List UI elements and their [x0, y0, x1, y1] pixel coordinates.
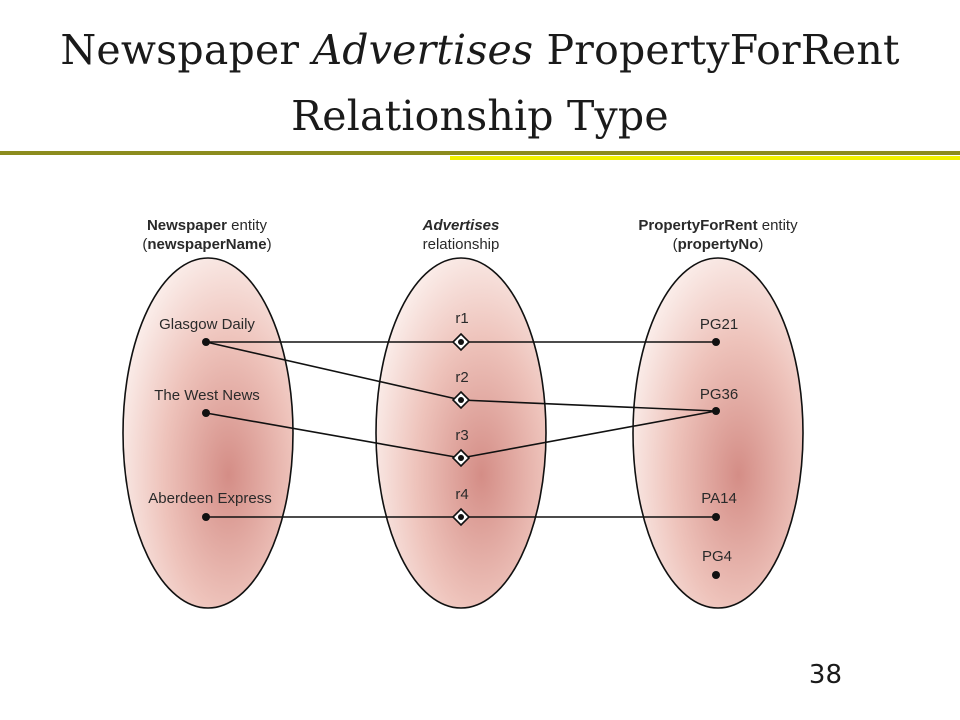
- slide-title-line2: Relationship Type: [291, 92, 669, 140]
- newspaper-label: The West News: [154, 387, 260, 404]
- property-dot: [712, 338, 720, 346]
- property-label: PG21: [700, 316, 738, 333]
- newspaper-dot: [202, 338, 210, 346]
- link-westnews-r3: [205, 412, 462, 459]
- relationship-label: r2: [455, 369, 468, 386]
- property-dot: [712, 513, 720, 521]
- relationship-label: r1: [455, 310, 468, 327]
- page-number: 38: [808, 660, 842, 690]
- link-r3-pg36: [460, 410, 717, 459]
- relationship-label: r3: [455, 427, 468, 444]
- connection-lines: [205, 341, 717, 518]
- relationship-diamond: [451, 448, 471, 468]
- newspaper-label: Aberdeen Express: [148, 490, 271, 507]
- link-glasgow-r2: [205, 341, 462, 401]
- property-dot: [712, 407, 720, 415]
- newspaper-label: Glasgow Daily: [159, 316, 255, 333]
- relationship-subheader: relationship: [423, 236, 500, 253]
- newspaper-header: Newspaper entity: [147, 217, 268, 234]
- property-label: PG4: [702, 548, 732, 565]
- property-label: PA14: [701, 490, 737, 507]
- title-divider-accent: [450, 152, 960, 160]
- advertises-header: Advertises: [422, 217, 500, 234]
- slide-title-line1: Newspaper Advertises PropertyForRent: [60, 26, 900, 74]
- property-label: PG36: [700, 386, 738, 403]
- newspaper-dot: [202, 409, 210, 417]
- property-dot: [712, 571, 720, 579]
- newspaper-entity-set: [122, 257, 294, 609]
- newspaper-key-header: (newspaperName): [142, 236, 271, 253]
- property-header: PropertyForRent entity: [638, 217, 798, 234]
- property-key-header: (propertyNo): [673, 236, 764, 253]
- newspaper-dot: [202, 513, 210, 521]
- relationship-diamond: [451, 332, 471, 352]
- link-r2-pg36: [460, 399, 717, 412]
- property-entity-set: [632, 257, 804, 609]
- advertises-relationship-set: [375, 257, 547, 609]
- relationship-diamond: [451, 507, 471, 527]
- relationship-diamond: [451, 390, 471, 410]
- relationship-label: r4: [455, 486, 468, 503]
